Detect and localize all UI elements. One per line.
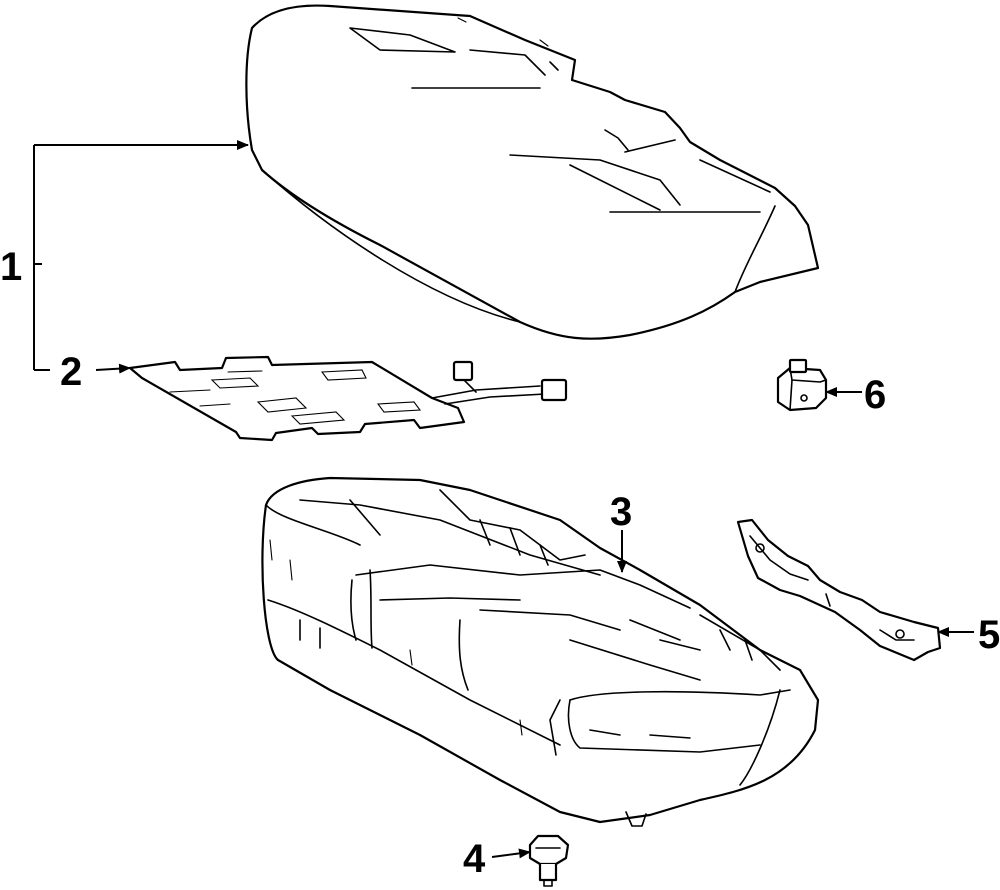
seat-cushion-pad-drawing: [245, 4, 820, 340]
callout-6: 6: [864, 373, 886, 417]
callout-5: 5: [978, 613, 1000, 657]
callout-3: 3: [610, 490, 632, 534]
leader-lines: [33, 140, 974, 859]
seat-cushion-frame-drawing: [261, 476, 820, 827]
side-bracket-drawing: [736, 518, 942, 662]
clip-drawing: [528, 834, 570, 887]
connector-retainer-drawing: [776, 358, 828, 412]
callout-4: 4: [463, 837, 486, 881]
callout-1: 1: [0, 245, 22, 289]
seat-heater-element-drawing: [128, 355, 568, 442]
callout-2: 2: [60, 350, 82, 394]
